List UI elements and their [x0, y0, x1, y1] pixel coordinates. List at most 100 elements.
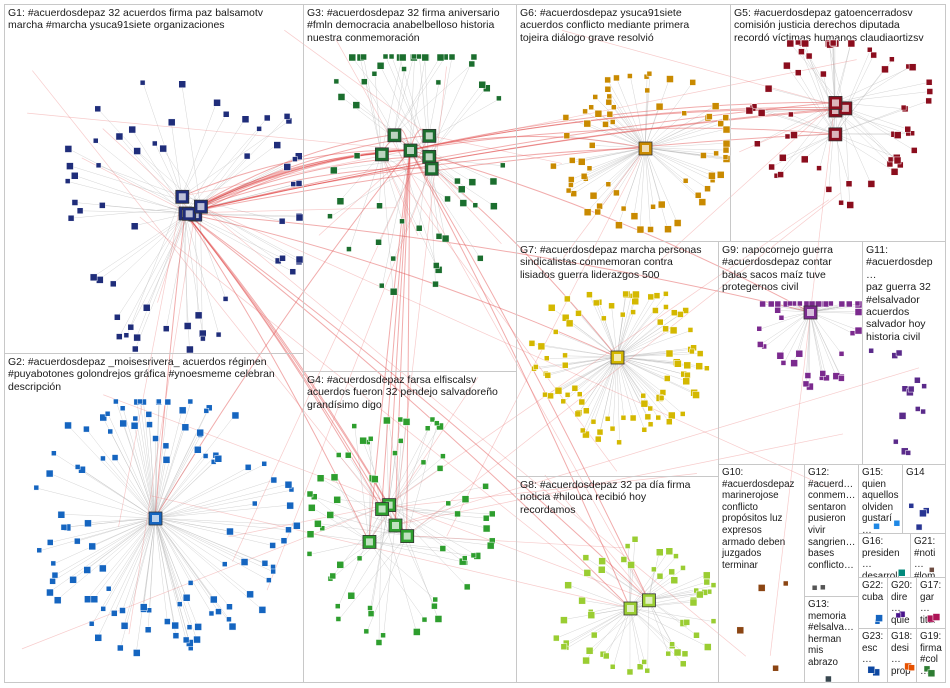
- node: [46, 539, 54, 546]
- node: [867, 180, 876, 188]
- edge-line: [381, 153, 439, 270]
- edge-line: [644, 147, 712, 176]
- edge-line: [629, 601, 693, 609]
- edge-line: [184, 212, 188, 326]
- node: [383, 416, 391, 425]
- node: [100, 455, 106, 462]
- group-G1[interactable]: G1: #acuerdosdepaz 32 acuerdos firma paz…: [4, 4, 304, 354]
- group-G10-label: G10: #acuerdosdepaz marinerojose conflic…: [722, 467, 795, 571]
- node: [663, 291, 669, 297]
- node: [590, 631, 598, 639]
- edge-line: [74, 202, 186, 214]
- edge-line: [351, 56, 429, 157]
- edge-line: [330, 524, 396, 580]
- node: [754, 140, 761, 148]
- edge-line: [644, 105, 716, 149]
- node: [783, 61, 791, 70]
- node: [674, 360, 682, 368]
- node: [256, 126, 262, 132]
- cross-edge: [394, 367, 920, 526]
- node: [595, 435, 602, 443]
- node: [133, 147, 141, 155]
- node: [210, 595, 218, 604]
- node: [130, 222, 139, 231]
- edge-line: [828, 109, 836, 190]
- node: [231, 411, 240, 420]
- edge-line: [67, 148, 195, 215]
- cross-edge: [184, 207, 396, 214]
- cross-edge: [139, 216, 631, 609]
- edge-line: [388, 421, 407, 536]
- edge-line: [154, 503, 256, 519]
- node: [382, 53, 389, 60]
- node: [316, 474, 325, 482]
- node: [133, 333, 141, 342]
- edge-line: [154, 432, 200, 519]
- node: [270, 564, 276, 570]
- node: [801, 39, 809, 48]
- edge-line: [428, 82, 440, 136]
- cross-edge: [184, 133, 835, 214]
- edge-line: [644, 117, 726, 149]
- edge-line: [566, 607, 631, 644]
- group-G4[interactable]: G4: #acuerdosdepaz farsa elfiscalsv acue…: [303, 371, 517, 683]
- group-G8[interactable]: G8: #acuerdosdepaz 32 pa día firma notic…: [516, 476, 719, 683]
- node: [898, 412, 907, 420]
- hub-node-inner: [185, 210, 193, 218]
- node: [182, 593, 191, 602]
- node: [919, 509, 927, 518]
- edge-line: [368, 541, 474, 557]
- group-G9[interactable]: G9: napocornejo guerra #acuerdosdepaz co…: [718, 241, 863, 465]
- node: [436, 422, 444, 431]
- edge-line: [616, 356, 708, 369]
- edge-line: [154, 517, 297, 526]
- edge-line: [154, 517, 177, 636]
- hub-node-inner: [425, 153, 433, 161]
- edge-line: [834, 133, 897, 158]
- edge-line: [776, 102, 836, 177]
- node: [655, 414, 662, 421]
- group-G7[interactable]: G7: #acuerdosdepaz marcha personas sindi…: [516, 241, 719, 477]
- node: [838, 300, 846, 308]
- node: [914, 376, 921, 384]
- edge-line: [319, 477, 396, 526]
- node: [767, 300, 775, 308]
- node: [226, 603, 233, 610]
- node: [890, 168, 899, 176]
- group-G6[interactable]: G6: #acuerdosdepaz ysuca91siete acuerdos…: [516, 4, 731, 242]
- node: [226, 527, 234, 536]
- cross-edge: [394, 433, 844, 526]
- node: [631, 536, 639, 543]
- edge-line: [368, 541, 426, 621]
- node: [560, 643, 568, 650]
- node: [801, 155, 809, 164]
- node: [215, 331, 222, 338]
- cross-edge: [184, 167, 432, 214]
- edge-line: [644, 116, 710, 149]
- edge-line: [406, 498, 466, 536]
- node: [88, 542, 96, 551]
- cross-edge: [157, 212, 186, 303]
- node: [416, 53, 422, 60]
- node: [561, 313, 570, 322]
- node: [804, 372, 812, 379]
- edge-line: [616, 294, 667, 358]
- node: [89, 273, 98, 282]
- group-G2[interactable]: G2: #acuerdosdepaz _moisesrivera_ acuerd…: [4, 353, 304, 683]
- edge-line: [388, 504, 463, 562]
- edge-line: [589, 147, 646, 170]
- edge-line: [616, 356, 646, 431]
- node: [594, 208, 601, 216]
- edge-line: [791, 114, 835, 135]
- edge-line: [629, 607, 715, 622]
- node: [486, 541, 495, 550]
- node: [893, 438, 899, 445]
- node: [470, 552, 477, 559]
- edge-line: [154, 435, 201, 519]
- node: [429, 416, 436, 423]
- node: [570, 190, 577, 197]
- node: [786, 39, 795, 48]
- edge-line: [630, 76, 646, 149]
- edge-line: [317, 523, 407, 536]
- node: [431, 602, 438, 610]
